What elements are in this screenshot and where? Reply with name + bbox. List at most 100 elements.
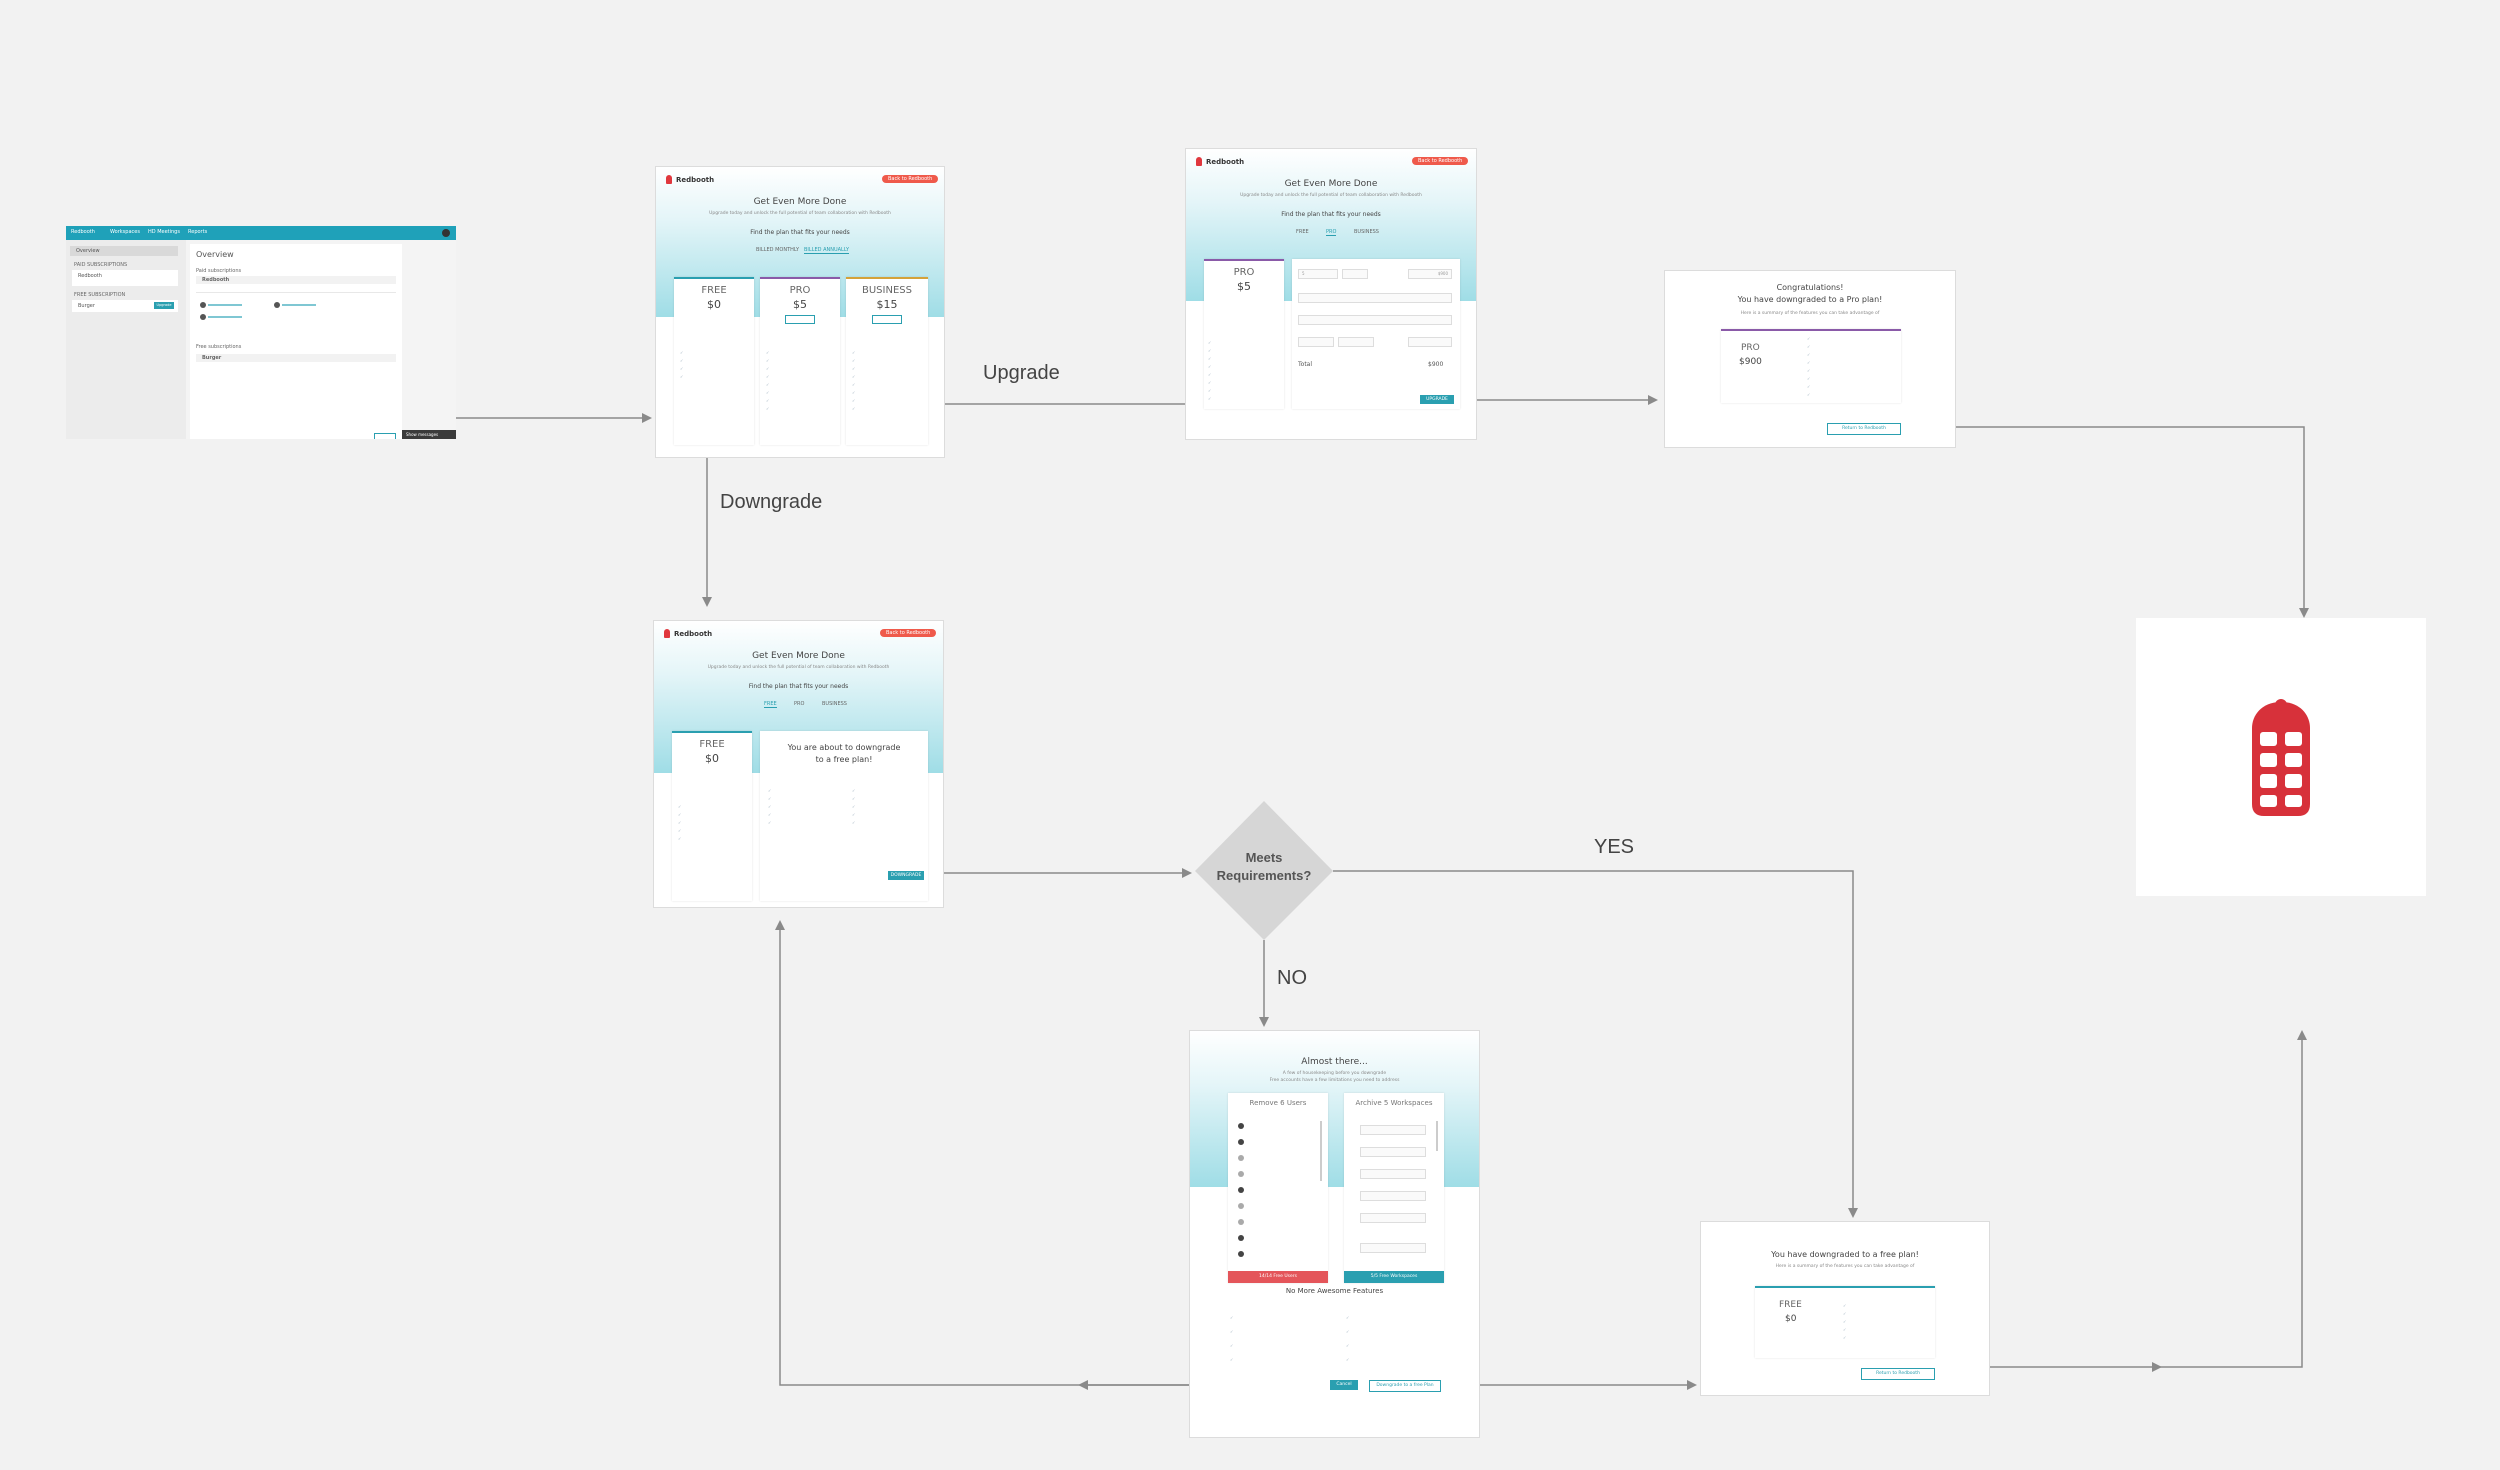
- free-confirm-subtitle: Here is a summary of the features you ca…: [1775, 1264, 1915, 1269]
- billing-monthly-tab[interactable]: BILLED MONTHLY: [756, 247, 800, 253]
- back-to-redbooth-button[interactable]: Back to Redbooth: [1412, 157, 1469, 165]
- member-link[interactable]: [208, 316, 242, 318]
- member-avatar: [274, 302, 280, 308]
- find-plan-text: Find the plan that fits your needs: [750, 229, 850, 236]
- workspace-row[interactable]: [1360, 1169, 1426, 1179]
- features-title: No More Awesome Features: [1285, 1287, 1384, 1295]
- sidebar-upgrade-button[interactable]: Upgrade: [154, 302, 174, 309]
- workspaces-column-title: Archive 5 Workspaces: [1355, 1099, 1433, 1107]
- downgrade-to-free-button[interactable]: Downgrade to a free Plan: [1369, 1380, 1441, 1392]
- nav-item[interactable]: Redbooth: [71, 229, 95, 235]
- confirm-title: You have downgraded to a Pro plan!: [1737, 295, 1883, 304]
- tab-pro[interactable]: PRO: [1326, 229, 1337, 236]
- tab-free[interactable]: FREE: [1296, 229, 1309, 235]
- select-business-button[interactable]: [872, 315, 902, 324]
- almost-subtitle-1: A few of housekeeping before you downgra…: [1282, 1071, 1387, 1076]
- workspaces-footer: 5/5 Free Workspaces: [1344, 1271, 1444, 1283]
- zip-input[interactable]: [1408, 337, 1452, 347]
- downgrade-screen: Redbooth Back to Redbooth Get Even More …: [653, 620, 944, 908]
- users-column-title: Remove 6 Users: [1249, 1099, 1307, 1107]
- lost-features-right: [1346, 1311, 1352, 1367]
- total-value: $900: [1428, 361, 1444, 368]
- plan-card-free: FREE $0: [674, 277, 754, 445]
- sidebar: Overview PAID SUBSCRIPTIONS Redbooth FRE…: [66, 240, 186, 439]
- downgrade-label: Downgrade: [720, 491, 823, 513]
- workspaces-scrollbar[interactable]: [1436, 1121, 1438, 1151]
- upgrade-submit-button[interactable]: UPGRADE: [1420, 395, 1454, 404]
- paid-subs-heading: Paid subscriptions: [196, 268, 242, 274]
- sidebar-header-paid: PAID SUBSCRIPTIONS: [74, 262, 128, 268]
- nav-item[interactable]: HD Meetings: [148, 229, 180, 235]
- remove-users-panel: Remove 6 Users 14/14 Free Users: [1228, 1093, 1328, 1283]
- workspace-row[interactable]: [1360, 1147, 1426, 1157]
- plan-card-business: BUSINESS $15: [846, 277, 928, 445]
- brand-logo: Redbooth: [664, 629, 712, 638]
- sidebar-item-subscription[interactable]: Redbooth: [72, 270, 178, 286]
- cancel-button[interactable]: Cancel: [1330, 1380, 1358, 1390]
- page-title: Get Even More Done: [752, 651, 845, 661]
- final-redbooth-node: [2136, 618, 2426, 896]
- name-on-card-input[interactable]: [1298, 293, 1452, 303]
- brand-logo: Redbooth: [1196, 157, 1244, 166]
- confirm-downgrade-button[interactable]: DOWNGRADE: [888, 871, 924, 880]
- decision-diamond: [1195, 801, 1333, 940]
- back-to-redbooth-button[interactable]: Back to Redbooth: [882, 175, 939, 183]
- tab-business[interactable]: BUSINESS: [822, 701, 847, 707]
- free-subs-heading: Free subscriptions: [196, 344, 242, 350]
- free-org-name: Burger: [202, 355, 222, 361]
- archive-workspaces-panel: Archive 5 Workspaces 5/5 Free Workspaces: [1344, 1093, 1444, 1283]
- workspace-row[interactable]: [1360, 1243, 1426, 1253]
- return-to-redbooth-button[interactable]: Return to Redbooth: [1827, 423, 1901, 435]
- tab-free[interactable]: FREE: [764, 701, 777, 708]
- warning-title-2: to a free plan!: [815, 755, 873, 764]
- lost-features-left: [1230, 1311, 1236, 1367]
- cvv-input[interactable]: [1338, 337, 1374, 347]
- total-label: Total: [1298, 361, 1313, 368]
- member-link[interactable]: [282, 304, 316, 306]
- main-panel: Overview Paid subscriptions Redbooth Fre…: [190, 244, 402, 439]
- plan-card-pro: PRO $5: [1204, 259, 1284, 409]
- find-plan-text: Find the plan that fits your needs: [748, 683, 849, 690]
- almost-title: Almost there...: [1301, 1057, 1368, 1067]
- member-link[interactable]: [208, 304, 242, 306]
- card-number-input[interactable]: [1298, 315, 1452, 325]
- plan-card-free: FREE $0: [672, 731, 752, 901]
- return-to-redbooth-button[interactable]: Return to Redbooth: [1861, 1368, 1935, 1380]
- nav-item[interactable]: Reports: [188, 229, 208, 235]
- nav-item[interactable]: Workspaces: [110, 229, 140, 235]
- pro-confirm-screen: Congratulations! You have downgraded to …: [1664, 270, 1956, 448]
- redbooth-logo-icon: [2252, 699, 2310, 816]
- checkout-form: 5 $900 Total $900 UPGRADE: [1292, 259, 1460, 409]
- tab-business[interactable]: BUSINESS: [1354, 229, 1379, 235]
- workspace-row[interactable]: [1360, 1213, 1426, 1223]
- billing-annually-tab[interactable]: BILLED ANNUALLY: [804, 247, 850, 254]
- select-pro-button[interactable]: [785, 315, 815, 324]
- upgrade-label: Upgrade: [983, 362, 1060, 384]
- page-subtitle: Upgrade today and unlock the full potent…: [1240, 193, 1422, 198]
- avatar[interactable]: [442, 229, 450, 237]
- show-messages-tab[interactable]: Show messages: [402, 430, 456, 439]
- tab-pro[interactable]: PRO: [794, 701, 805, 707]
- back-to-redbooth-button[interactable]: Back to Redbooth: [880, 629, 937, 637]
- workspace-row[interactable]: [1360, 1191, 1426, 1201]
- almost-there-screen: Almost there... A few of housekeeping be…: [1189, 1030, 1480, 1438]
- upgrade-small-button[interactable]: [374, 433, 396, 439]
- member-avatar: [200, 314, 206, 320]
- users-scrollbar[interactable]: [1320, 1121, 1322, 1181]
- expiry-input[interactable]: [1298, 337, 1334, 347]
- arrow-to-logo-from-bottom: [2160, 1030, 2307, 1368]
- page-subtitle: Upgrade today and unlock the full potent…: [707, 665, 890, 670]
- upgrade-screen: Redbooth Back to Redbooth Get Even More …: [1185, 148, 1477, 440]
- pro-feature-list: [1208, 339, 1214, 403]
- users-stepper[interactable]: [1342, 269, 1368, 279]
- confirm-subtitle: Here is a summary of the features you ca…: [1740, 311, 1880, 316]
- free-summary-card: FREE $0: [1755, 1286, 1935, 1358]
- decision-label: Meets Requirements?: [1216, 850, 1312, 883]
- sidebar-item-free[interactable]: Burger: [72, 300, 178, 312]
- warning-title-1: You are about to downgrade: [787, 743, 901, 752]
- workspace-row[interactable]: [1360, 1125, 1426, 1135]
- redbooth-logo-icon: [664, 629, 670, 638]
- users-input[interactable]: 5: [1298, 269, 1338, 279]
- sidebar-item-overview[interactable]: Overview: [70, 246, 178, 256]
- brand-logo: Redbooth: [666, 175, 714, 184]
